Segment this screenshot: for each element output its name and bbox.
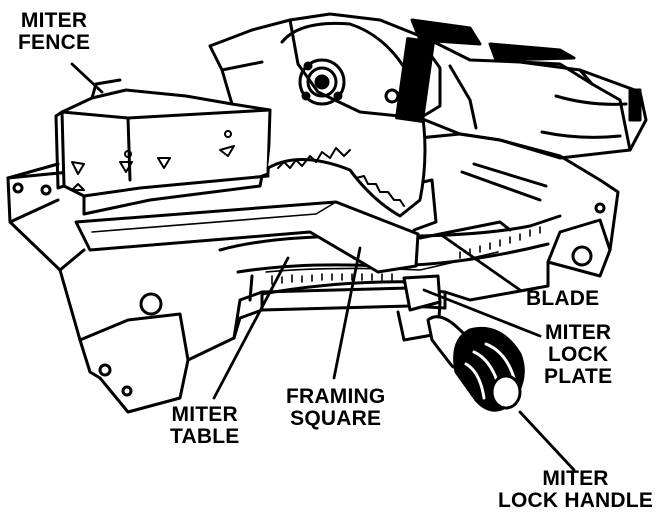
blade-arbor: [298, 58, 346, 106]
base-foot-left: [78, 312, 190, 362]
label-miter-lock-handle: MITER LOCK HANDLE: [498, 467, 654, 512]
leader-framing-square: [332, 246, 362, 380]
label-miter-table: MITER TABLE: [170, 403, 240, 448]
label-blade: BLADE: [526, 287, 600, 310]
label-framing-square: FRAMING SQUARE: [286, 385, 386, 430]
leader-blade: [438, 232, 522, 292]
leader-miter-table: [212, 256, 290, 400]
label-miter-lock-plate: MITER LOCK PLATE: [544, 321, 613, 388]
saw-blade: [266, 21, 427, 218]
leader-miter-fence: [70, 62, 104, 94]
saw-arm: [208, 12, 648, 160]
framing-square: [74, 200, 420, 274]
base-foot-right: [546, 218, 612, 264]
label-miter-fence: MITER FENCE: [18, 9, 91, 54]
leader-lock-plate: [422, 288, 542, 338]
leader-lock-handle: [518, 410, 576, 472]
